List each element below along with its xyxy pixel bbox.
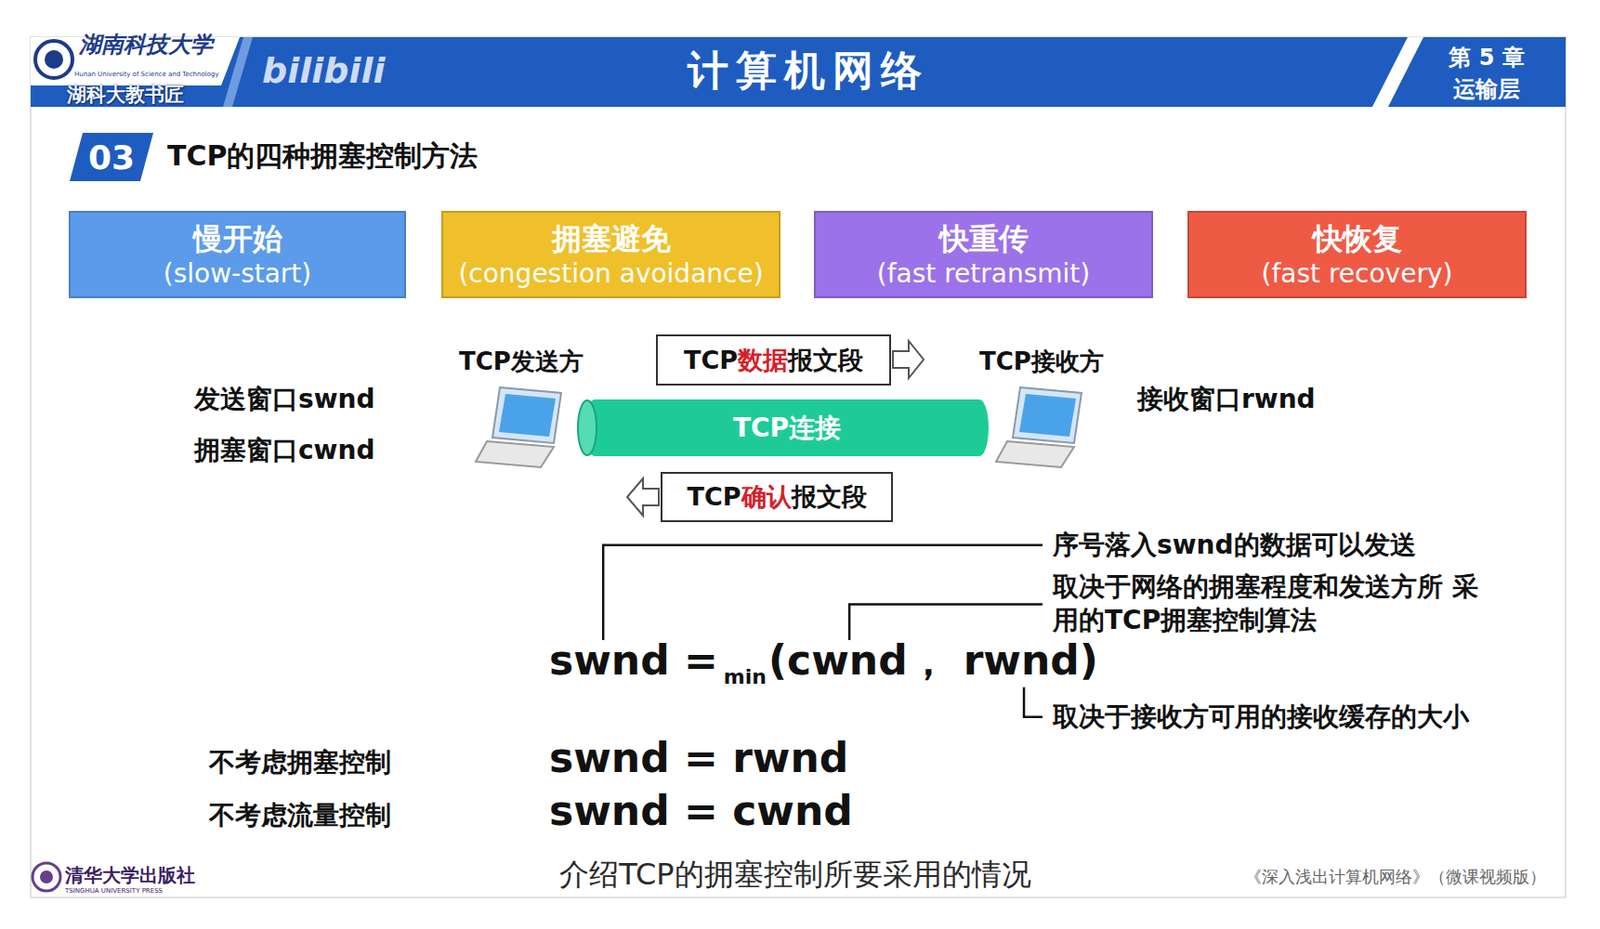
press-logo	[32, 863, 61, 892]
node-title: 慢开始	[193, 220, 283, 258]
laptop-display	[1019, 393, 1076, 437]
segment-box: TCP确认报文段	[660, 472, 893, 523]
annotation: 取决于网络的拥塞程度和发送方所 采用的TCP拥塞控制算法	[1052, 570, 1490, 639]
book-title: 《深入浅出计算机网络》（微课视频版）	[1245, 866, 1547, 888]
receiver-laptop	[996, 387, 1082, 468]
node-subtitle: (fast retransmit)	[877, 257, 1090, 290]
node-title: TCP数据报文段	[683, 344, 864, 377]
university-logo-core	[44, 50, 64, 69]
method-box: 慢开始(slow-start)	[68, 210, 407, 299]
slide-frame	[30, 37, 1566, 898]
university-name-en: Hunan University of Science and Technolo…	[74, 70, 220, 79]
leader-line	[1023, 687, 1043, 718]
university-logo	[35, 40, 73, 79]
formula: swnd = rwnd	[549, 734, 849, 784]
case-label: 不考虑流量控制	[209, 800, 392, 832]
header-stripe	[222, 37, 253, 107]
hollow-arrow-right	[892, 340, 924, 379]
leader-line	[849, 603, 1043, 641]
laptop-base	[996, 441, 1075, 468]
laptop-base	[475, 441, 554, 468]
method-box: 快恢复(fast recovery)	[1187, 210, 1527, 299]
node-title: 快恢复	[1312, 220, 1403, 258]
annotation: 序号落入swnd的数据可以发送	[1052, 529, 1417, 562]
window-label: 接收窗口rwnd	[1137, 383, 1316, 416]
node-subtitle: (fast recovery)	[1261, 257, 1454, 290]
watermark: 湖科大教书匠	[66, 83, 184, 107]
segment-box: TCP数据报文段	[655, 334, 892, 386]
chapter-name: 运输层	[1453, 76, 1521, 104]
header-slash	[1372, 37, 1424, 107]
window-label: 发送窗口swnd	[194, 383, 376, 416]
node-title: 拥塞避免	[551, 220, 671, 258]
laptop-screen	[1012, 387, 1082, 444]
section-heading: TCP的四种拥塞控制方法	[167, 139, 478, 173]
host-label: TCP发送方	[459, 347, 584, 377]
method-box: 快重传(fast retransmit)	[813, 210, 1154, 299]
host-label: TCP接收方	[979, 347, 1104, 377]
university-name: 湖南科技大学	[78, 31, 213, 59]
window-label: 拥塞窗口cwnd	[194, 434, 375, 467]
formula-subscript: min	[723, 665, 767, 690]
pipe-body	[585, 399, 989, 457]
laptop-display	[498, 393, 556, 437]
badge-parallelogram	[69, 132, 154, 182]
publisher-name-en: TSINGHUA UNIVERSITY PRESS	[65, 887, 163, 895]
formula-part: rwnd)	[963, 636, 1099, 686]
formula: swnd = cwnd	[549, 786, 853, 837]
node-subtitle: (congestion avoidance)	[458, 257, 763, 290]
node-title: TCP连接	[733, 411, 841, 445]
node-subtitle: (slow-start)	[163, 257, 313, 290]
pipe-end	[577, 400, 597, 456]
node-title: TCP确认报文段	[686, 481, 866, 513]
slide-title: 计算机网络	[687, 46, 930, 96]
section-badge: 03	[69, 132, 154, 182]
sender-laptop	[475, 387, 562, 468]
node-title: 快重传	[939, 220, 1029, 258]
node-title: 03	[88, 136, 135, 179]
connection-pipe: TCP连接	[576, 399, 998, 457]
publisher-name: 清华大学出版社	[65, 864, 196, 887]
case-label: 不考虑拥塞控制	[209, 747, 392, 779]
watermark: bilibili	[262, 50, 386, 93]
press-logo-core	[39, 870, 53, 884]
method-box: 拥塞避免(congestion avoidance)	[441, 210, 781, 299]
formula-part: swnd =	[549, 636, 719, 686]
header-band	[30, 37, 1566, 107]
annotation: 取决于接收方可用的接收缓存的大小	[1052, 701, 1469, 734]
chapter-number: 第 5 章	[1448, 44, 1524, 72]
leader-line	[603, 545, 1043, 641]
subtitle-caption: 介绍TCP的拥塞控制所要采用的情况	[559, 856, 1031, 892]
hollow-arrow-left	[627, 478, 659, 516]
formula-part: (cwnd，	[768, 636, 949, 686]
laptop-screen	[492, 387, 562, 444]
